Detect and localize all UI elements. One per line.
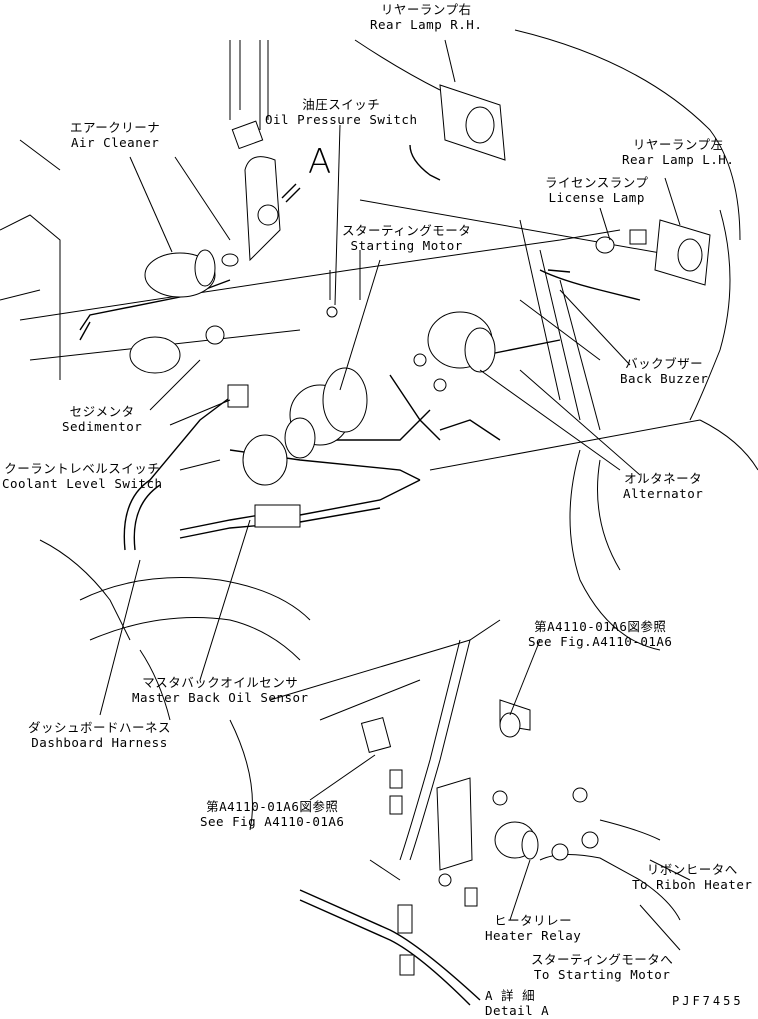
label-starting-motor: スターティングモータ Starting Motor [342, 223, 471, 253]
label-jp: ダッシュボードハーネス [28, 720, 172, 735]
label-detail-a: A 詳 細 Detail A [485, 988, 549, 1018]
alternator-drawing [413, 311, 496, 392]
label-sedimentor: セジメンタ Sedimentor [62, 404, 142, 434]
master-back-oil-sensor-drawing [242, 434, 301, 528]
rear-lamp-rh-drawing [439, 84, 506, 161]
figure-code: PJF7455 [672, 994, 744, 1008]
label-jp: 第A4110-01A6図参照 [534, 619, 667, 634]
label-coolant-level-switch: クーラントレベルスイッチ Coolant Level Switch [2, 461, 163, 491]
starting-motor-drawing [284, 367, 368, 459]
label-en: See Fig.A4110-01A6 [528, 634, 673, 649]
label-air-cleaner: エアークリーナ Air Cleaner [70, 120, 160, 150]
label-en: Master Back Oil Sensor [132, 690, 309, 705]
label-jp: A 詳 細 [485, 988, 536, 1003]
label-jp: スターティングモータへ [531, 952, 674, 967]
oil-pressure-switch-drawing [231, 120, 338, 318]
detail-a-drawing [299, 639, 681, 1006]
label-en: Sedimentor [62, 419, 143, 434]
label-jp: 油圧スイッチ [302, 97, 381, 112]
label-rear-lamp-rh: リヤーランプ右 Rear Lamp R.H. [370, 2, 482, 32]
label-dashboard-harness: ダッシュボードハーネス Dashboard Harness [28, 720, 171, 750]
label-heater-relay: ヒータリレー Heater Relay [485, 913, 581, 943]
label-to-starting-motor: スターティングモータへ To Starting Motor [531, 952, 673, 982]
label-back-buzzer: バックブザー Back Buzzer [620, 356, 708, 386]
label-jp: リヤーランプ右 [380, 2, 472, 17]
label-en: Detail A [485, 1003, 550, 1018]
label-jp: バックブザー [625, 356, 704, 371]
rear-lamp-lh-drawing [595, 219, 711, 286]
label-en: Heater Relay [485, 928, 582, 943]
label-jp: ライセンスランプ [545, 175, 649, 190]
label-en: Oil Pressure Switch [265, 112, 418, 127]
label-jp: リヤーランプ左 [632, 137, 724, 152]
label-rear-lamp-lh: リヤーランプ左 Rear Lamp L.H. [622, 137, 734, 167]
label-en: Rear Lamp L.H. [622, 152, 735, 167]
label-see-fig-upper: 第A4110-01A6図参照 See Fig.A4110-01A6 [528, 619, 672, 649]
label-jp: リボンヒータへ [646, 862, 738, 877]
label-en: To Ribon Heater [632, 877, 753, 892]
label-jp: セジメンタ [69, 404, 135, 419]
label-en: Coolant Level Switch [2, 476, 163, 491]
label-en: License Lamp [548, 190, 645, 205]
label-en: See Fig A4110-01A6 [200, 814, 345, 829]
label-alternator: オルタネータ Alternator [623, 471, 703, 501]
label-oil-pressure-switch: 油圧スイッチ Oil Pressure Switch [265, 97, 418, 127]
label-jp: スターティングモータ [342, 223, 472, 238]
leader-lines [99, 39, 691, 951]
label-en: Starting Motor [350, 238, 463, 253]
label-to-ribon-heater: リボンヒータへ To Ribon Heater [632, 862, 752, 892]
label-en: To Starting Motor [533, 967, 671, 982]
label-en: Rear Lamp R.H. [370, 17, 483, 32]
label-jp: 第A4110-01A6図参照 [206, 799, 339, 814]
label-en: Alternator [623, 486, 704, 501]
view-marker-a: A [308, 142, 332, 182]
air-cleaner-drawing [144, 249, 239, 298]
label-jp: オルタネータ [624, 471, 703, 486]
label-jp: エアークリーナ [70, 120, 161, 135]
label-en: Dashboard Harness [31, 735, 168, 750]
label-license-lamp: ライセンスランプ License Lamp [545, 175, 648, 205]
label-en: Back Buzzer [620, 371, 709, 386]
label-en: Air Cleaner [70, 135, 160, 150]
label-master-back-oil-sensor: マスタバックオイルセンサ Master Back Oil Sensor [132, 675, 309, 705]
label-jp: クーラントレベルスイッチ [4, 461, 161, 476]
sedimentor-drawing [129, 325, 249, 408]
label-jp: ヒータリレー [494, 913, 573, 928]
label-jp: マスタバックオイルセンサ [142, 675, 299, 690]
label-see-fig-lower: 第A4110-01A6図参照 See Fig A4110-01A6 [200, 799, 344, 829]
